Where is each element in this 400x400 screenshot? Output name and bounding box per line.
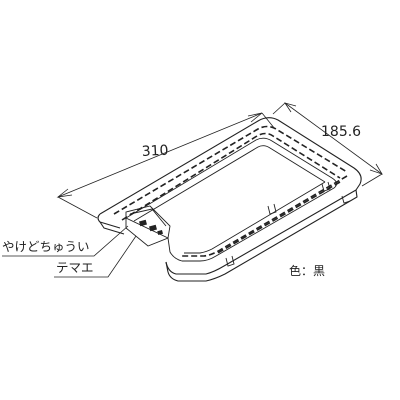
dimension-width-label: 185.6 <box>321 124 361 140</box>
rim-perforations <box>113 125 348 257</box>
dimension-length-label: 310 <box>141 143 169 160</box>
terminal-block <box>125 205 171 247</box>
frame-inner <box>125 137 337 262</box>
dimension-length <box>56 112 276 219</box>
color-note: 色：黒 <box>289 264 325 278</box>
front-marking-label: テマエ <box>56 260 94 275</box>
dimension-width <box>272 102 383 187</box>
frame-outer <box>97 117 362 282</box>
label-leaders <box>2 225 137 278</box>
mounting-tabs <box>225 181 351 267</box>
burn-warning-label: やけどちゅうい <box>2 239 90 254</box>
